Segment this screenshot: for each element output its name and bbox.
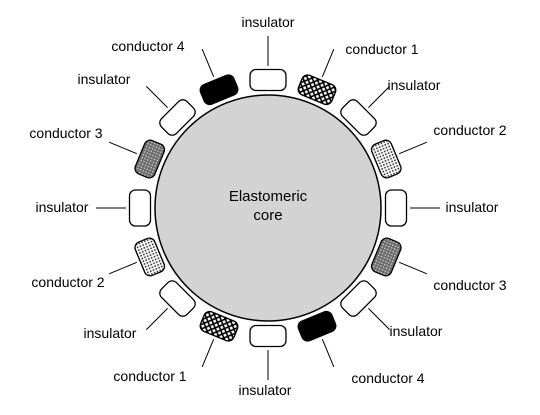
segment-label: conductor 2 (31, 274, 104, 290)
leader-line (146, 86, 168, 108)
leader-lines (96, 36, 440, 380)
conductor-1-segment (297, 74, 337, 106)
segment-label: insulator (84, 325, 137, 341)
leader-line (368, 86, 390, 108)
leader-line (108, 141, 138, 155)
segment-label: insulator (242, 14, 295, 30)
segment-label: insulator (388, 77, 441, 93)
segment-ring (128, 68, 408, 348)
segment-label: insulator (36, 199, 89, 215)
conductor-3-segment (134, 139, 166, 179)
leader-line (146, 308, 168, 330)
insulator-segment (249, 68, 287, 92)
segment-label: conductor 3 (29, 125, 102, 141)
conductor-2-segment (134, 237, 166, 277)
core-label-line-1: Elastomeric (229, 188, 308, 205)
segment-label: insulator (390, 323, 443, 339)
segment-labels: insulator conductor 1 insulator conductor 2… (29, 14, 506, 398)
insulator-segment (340, 99, 377, 136)
insulator-segment (249, 324, 287, 348)
conductor-4-segment (199, 74, 239, 106)
insulator-segment (159, 99, 196, 136)
leader-line (321, 48, 335, 78)
conductor-2-segment (370, 139, 402, 179)
segment-label: conductor 3 (433, 277, 506, 293)
leader-line (201, 338, 215, 368)
segment-label: insulator (78, 71, 131, 87)
leader-line (398, 141, 428, 155)
conductor-4-segment (297, 310, 337, 342)
conductor-1-segment (199, 310, 239, 342)
segment-label: conductor 4 (111, 38, 184, 54)
insulator-segment (340, 280, 377, 317)
elastomeric-core (154, 94, 382, 322)
insulator-segment (128, 189, 152, 227)
core-label-line-2: core (253, 207, 282, 224)
segment-label: insulator (446, 199, 499, 215)
conductor-3-segment (370, 237, 402, 277)
segment-label: conductor 1 (345, 41, 418, 57)
segment-label: conductor 4 (351, 370, 424, 386)
insulator-segment (384, 189, 408, 227)
segment-label: conductor 2 (433, 122, 506, 138)
leader-line (398, 261, 428, 275)
leader-line (368, 308, 390, 330)
leader-line (201, 48, 215, 78)
segment-label: conductor 1 (113, 368, 186, 384)
segment-label: insulator (239, 382, 292, 398)
leader-line (321, 338, 335, 368)
leader-line (108, 261, 138, 275)
insulator-segment (159, 280, 196, 317)
